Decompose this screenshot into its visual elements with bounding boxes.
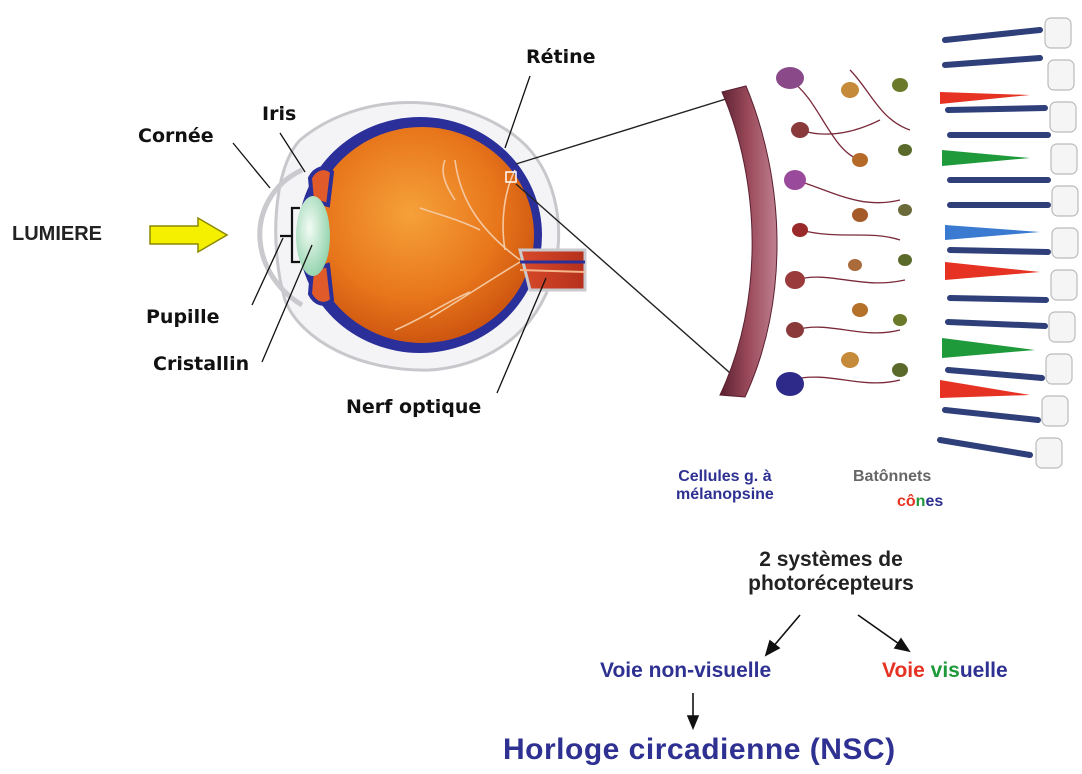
light-label: LUMIERE [12, 223, 102, 246]
cones-red-part: cô [897, 493, 916, 510]
visual-blue-part: uelle [960, 659, 1008, 682]
visual-pathway-label: Voie visuelle [882, 659, 1008, 683]
visual-red-part: Voie [882, 659, 925, 682]
retina-label: Rétine [526, 47, 596, 69]
non-visual-pathway-label: Voie non-visuelle [600, 659, 771, 683]
cones-blue-part: es [925, 493, 943, 510]
systems-line-2: photorécepteurs [748, 572, 914, 595]
melanopsin-line-1: Cellules g. à [678, 468, 771, 485]
visual-green-part: vis [931, 659, 960, 682]
optic-nerve-label: Nerf optique [346, 397, 481, 419]
lens-label: Cristallin [153, 354, 249, 376]
eye-diagram [260, 103, 585, 371]
systems-line-1: 2 systèmes de [759, 548, 903, 571]
melanopsin-line-2: mélanopsine [676, 486, 774, 503]
systems-label: 2 systèmes de photorécepteurs [726, 548, 936, 596]
melanopsin-cells-label: Cellules g. à mélanopsine [676, 468, 774, 505]
eyeball [310, 127, 534, 343]
rods-label: Batônnets [853, 468, 931, 486]
light-arrow [150, 218, 227, 252]
retina-section [720, 12, 1081, 470]
cones-label: cônes [897, 493, 943, 511]
cornea-label: Cornée [138, 126, 214, 148]
pupil-label: Pupille [146, 307, 219, 329]
cones-green-part: n [916, 493, 926, 510]
lens [296, 196, 330, 276]
circadian-clock-label: Horloge circadienne (NSC) [503, 733, 896, 768]
iris-label: Iris [262, 104, 296, 126]
